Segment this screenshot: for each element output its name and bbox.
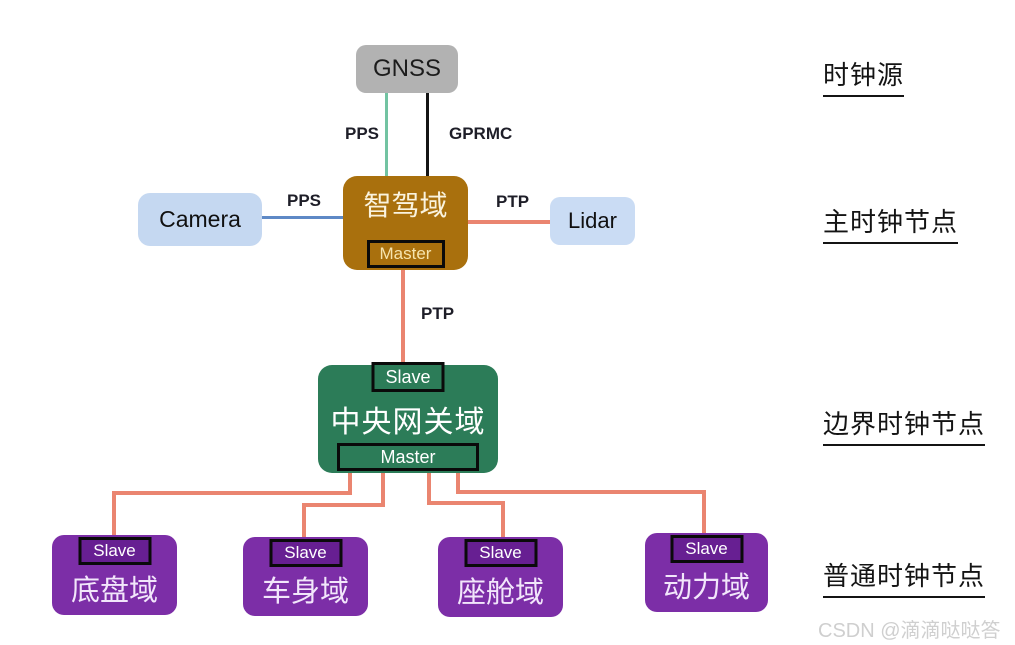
edge-cockpit-connector (427, 501, 505, 505)
body-slave-tag-label: Slave (284, 543, 327, 562)
edge-power-connector (702, 490, 706, 535)
label-camera-pps: PPS (287, 191, 322, 210)
edge-gateway-ptp-line (401, 270, 405, 366)
gateway-master-tag: Master (337, 443, 479, 471)
node-chassis-label: 底盘域 (70, 575, 158, 608)
legend-ordinary-clock-node: 普通时钟节点 (823, 556, 986, 598)
gateway-slave-tag: Slave (371, 362, 445, 392)
gateway-master-tag-label: Master (380, 446, 436, 467)
node-smart-driving-label: 智驾域 (363, 190, 448, 221)
smart-driving-master-tag-label: Master (379, 244, 432, 263)
edge-gnss-pps-line (385, 93, 388, 177)
node-body-domain: Slave 车身域 (243, 537, 368, 616)
legend-clock-source: 时钟源 (823, 55, 905, 97)
node-central-gateway-domain: Slave 中央网关域 Master (318, 362, 498, 473)
gateway-slave-tag-label: Slave (385, 366, 431, 387)
edge-body-connector (302, 503, 385, 507)
node-cockpit-domain: Slave 座舱域 (438, 537, 563, 617)
edge-camera-pps-line (262, 216, 343, 219)
node-smart-driving-domain: 智驾域 Master (343, 176, 468, 270)
edge-cockpit-connector (501, 501, 505, 539)
node-chassis-domain: Slave 底盘域 (52, 535, 177, 615)
node-power-label: 动力域 (662, 572, 750, 605)
node-gnss-label: GNSS (372, 55, 441, 82)
edge-chassis-connector (112, 491, 116, 538)
smart-driving-master-tag: Master (366, 240, 445, 268)
node-cockpit-label: 座舱域 (456, 577, 544, 610)
label-lidar-ptp: PTP (496, 192, 530, 211)
body-slave-tag: Slave (269, 539, 342, 567)
node-lidar-label: Lidar (568, 208, 617, 233)
node-gnss: GNSS (356, 45, 458, 93)
chassis-slave-tag-label: Slave (93, 541, 136, 560)
edge-cockpit-connector (427, 471, 431, 505)
chassis-slave-tag: Slave (78, 537, 151, 565)
edge-body-connector (302, 503, 306, 539)
edge-lidar-ptp-line (468, 220, 550, 224)
csdn-watermark: CSDN @滴滴哒哒答答 (818, 620, 1001, 642)
cockpit-slave-tag-label: Slave (479, 543, 522, 562)
edge-power-connector (456, 490, 706, 494)
node-camera-label: Camera (159, 206, 241, 232)
legend-master-clock-node: 主时钟节点 (823, 202, 959, 244)
label-gnss-pps: PPS (345, 124, 380, 143)
label-gnss-gprmc: GPRMC (449, 124, 513, 143)
node-camera: Camera (138, 193, 262, 246)
node-power-domain: Slave 动力域 (645, 533, 768, 612)
node-lidar: Lidar (550, 197, 635, 245)
legend-boundary-clock-node: 边界时钟节点 (823, 404, 986, 446)
power-slave-tag: Slave (670, 535, 743, 563)
cockpit-slave-tag: Slave (464, 539, 537, 567)
label-gateway-ptp: PTP (421, 304, 455, 323)
edge-power-connector (456, 471, 460, 494)
node-central-gateway-label: 中央网关域 (330, 406, 486, 439)
edge-chassis-connector (348, 471, 352, 494)
node-body-label: 车身域 (261, 576, 349, 609)
edge-gnss-gprmc-line (426, 93, 429, 177)
edge-body-connector (381, 471, 385, 507)
power-slave-tag-label: Slave (685, 539, 728, 558)
edge-chassis-connector (112, 491, 352, 495)
